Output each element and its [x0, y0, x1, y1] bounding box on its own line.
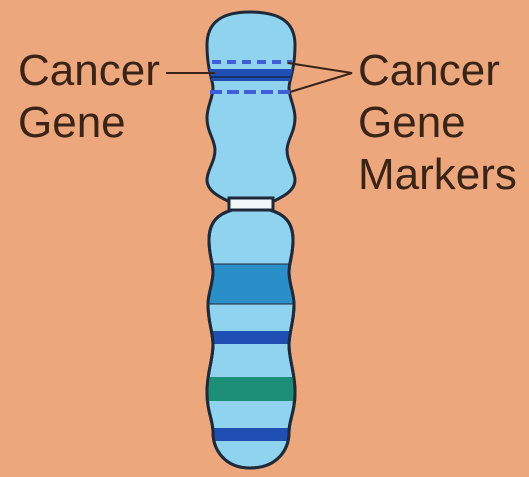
band-mid-blue: [200, 264, 300, 304]
cancer-gene-label-line2: Gene: [18, 97, 160, 149]
band-green: [200, 377, 300, 401]
cancer-gene-markers-label: Cancer Gene Markers: [358, 45, 517, 201]
upper-chromosome-arm: [200, 12, 300, 203]
cancer-gene-label: Cancer Gene: [18, 45, 160, 149]
cancer-gene-label-line1: Cancer: [18, 45, 160, 97]
lower-chromosome-arm: [200, 210, 300, 468]
markers-label-line2: Gene: [358, 97, 517, 149]
markers-label-line1: Cancer: [358, 45, 517, 97]
cancer-gene-band: [200, 69, 300, 81]
marker-pointer-lines: [288, 63, 352, 92]
markers-label-line3: Markers: [358, 149, 517, 201]
band-dark-blue-1: [200, 331, 300, 344]
